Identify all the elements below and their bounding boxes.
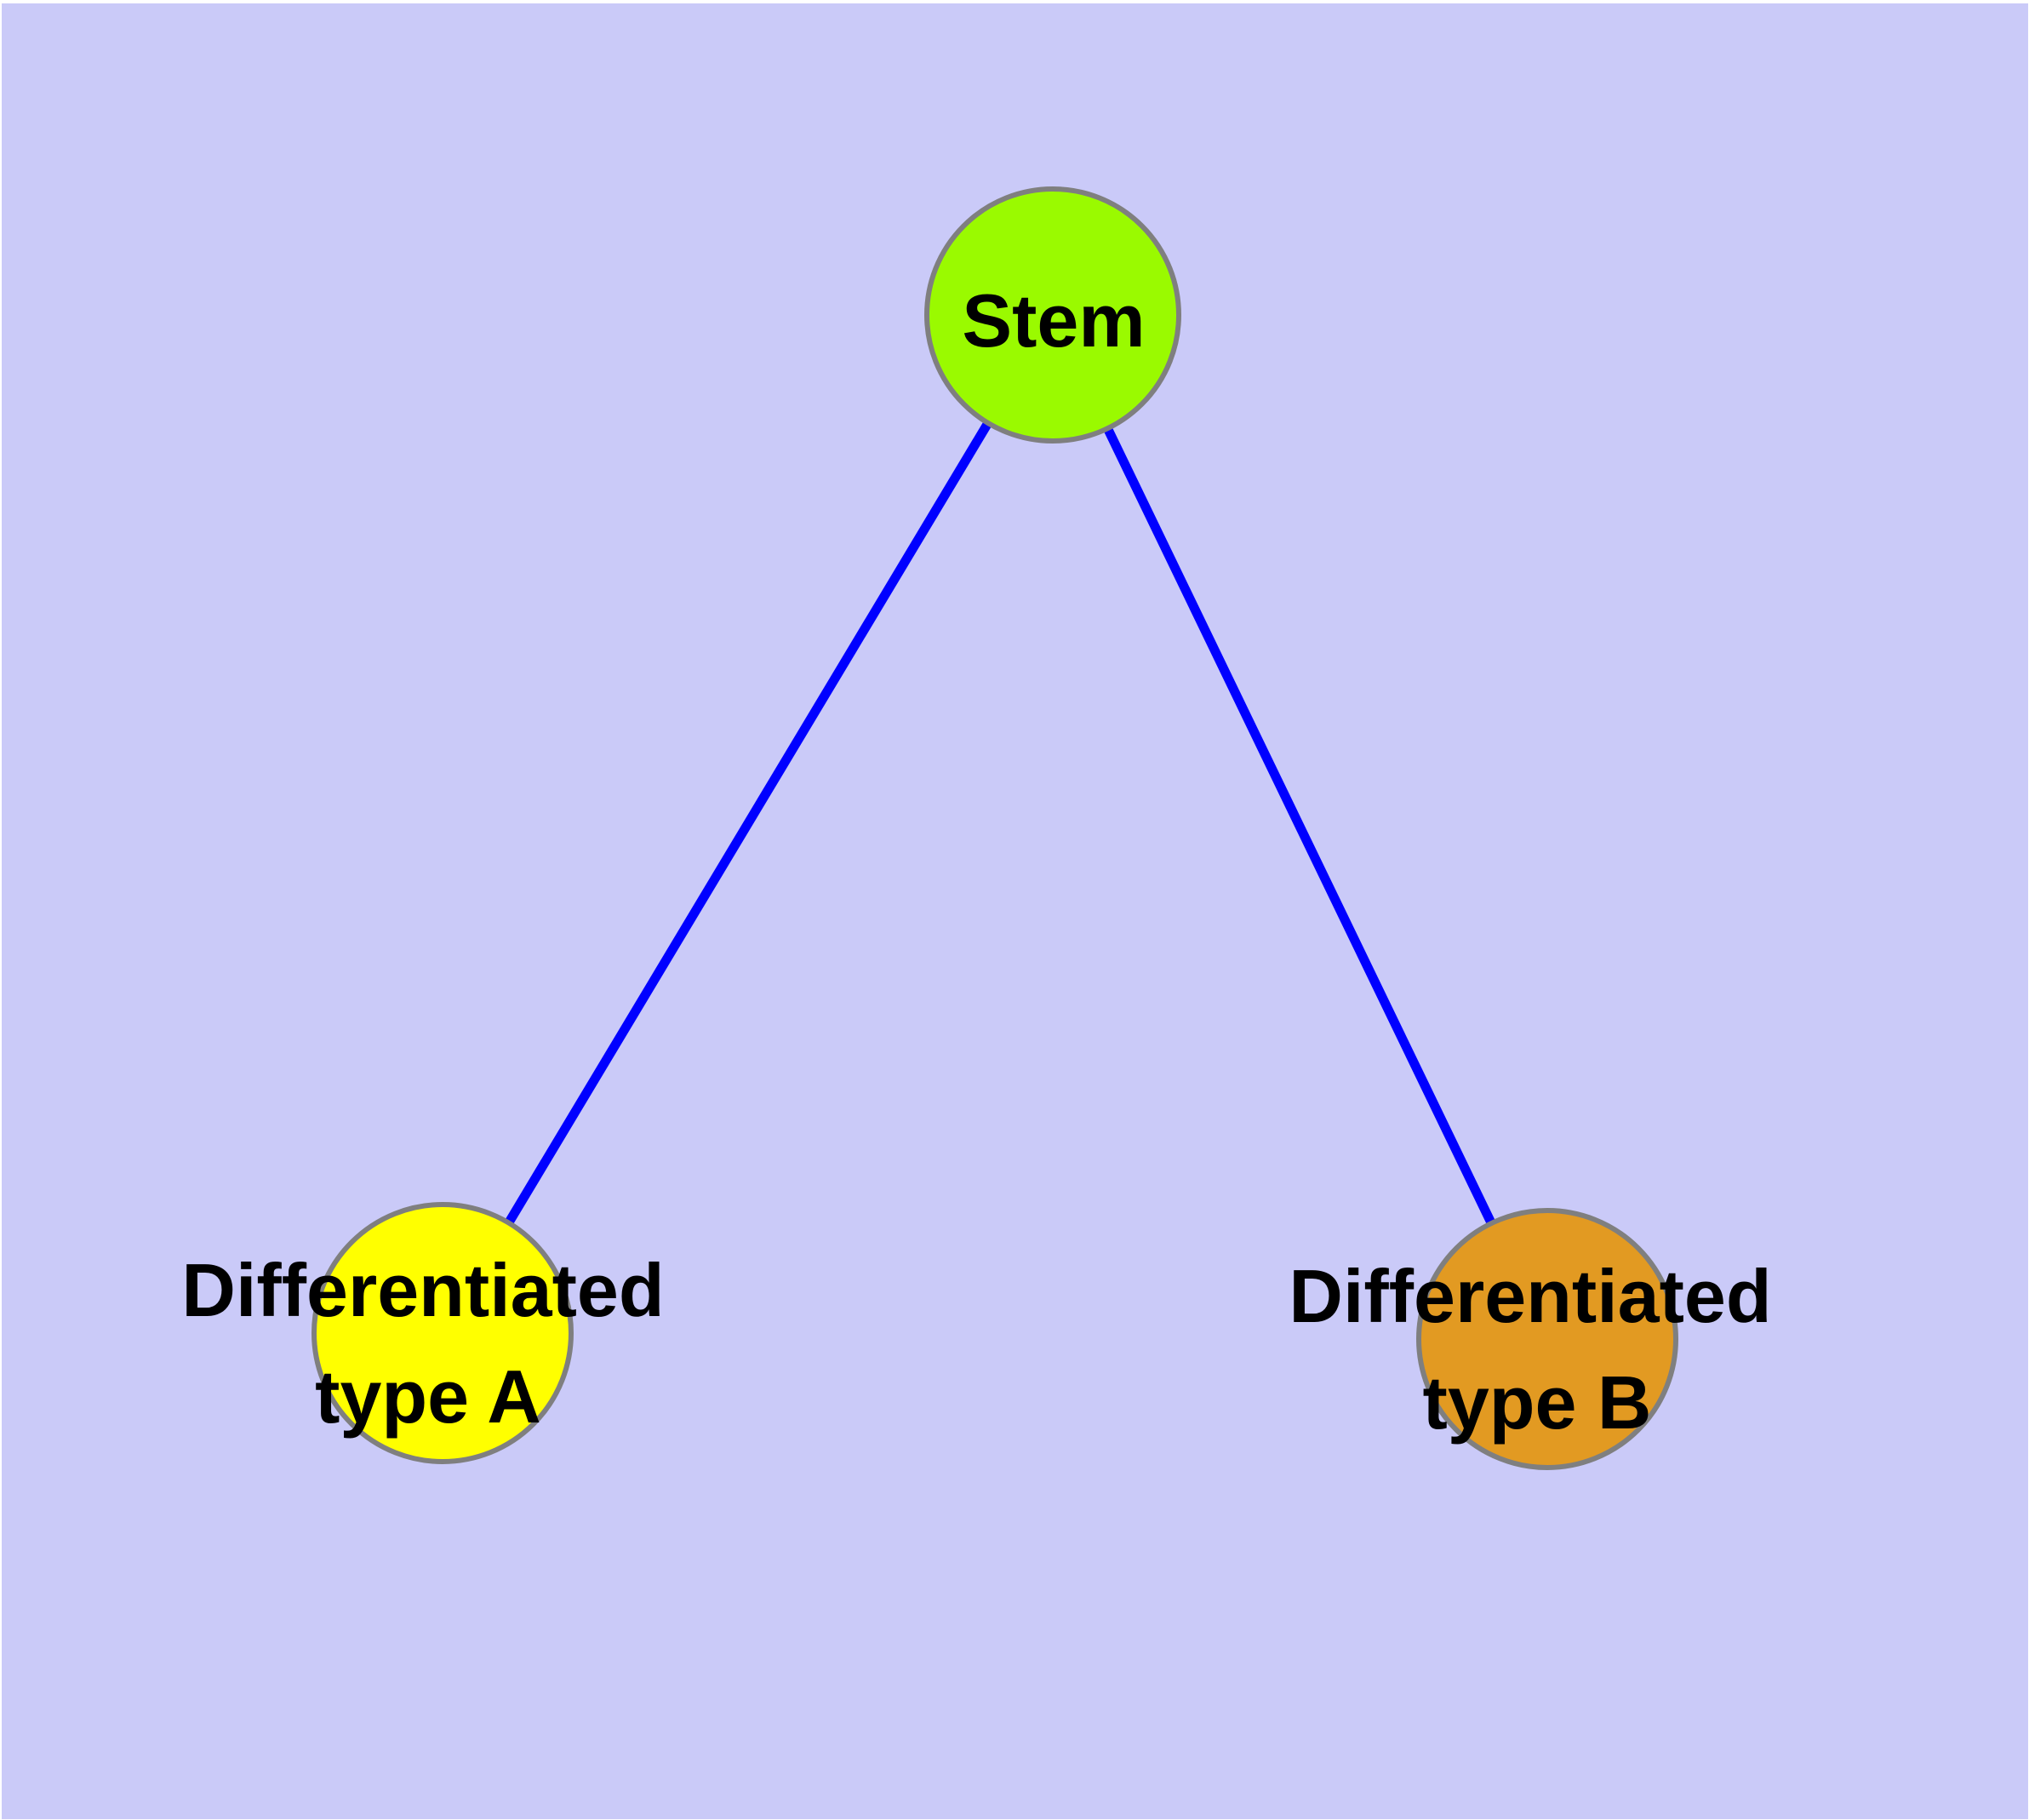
node-type-a-label-line1: Differentiated: [181, 1248, 664, 1332]
node-type-b-label-line1: Differentiated: [1289, 1254, 1771, 1338]
node-type-b-label-line2: type B: [1423, 1360, 1652, 1445]
edge-stem-to-type-b: [1049, 312, 1552, 1342]
node-type-b: [1416, 1208, 1678, 1470]
node-stem: [924, 186, 1181, 444]
graph-svg: Stem Differentiated type A Differentiate…: [2, 3, 2028, 1819]
edge-stem-to-type-a: [438, 312, 1057, 1336]
node-type-a-label-line2: type A: [315, 1354, 541, 1439]
node-stem-label: Stem: [962, 278, 1145, 363]
node-type-a: [311, 1202, 574, 1464]
graph-canvas: Stem Differentiated type A Differentiate…: [2, 3, 2028, 1819]
